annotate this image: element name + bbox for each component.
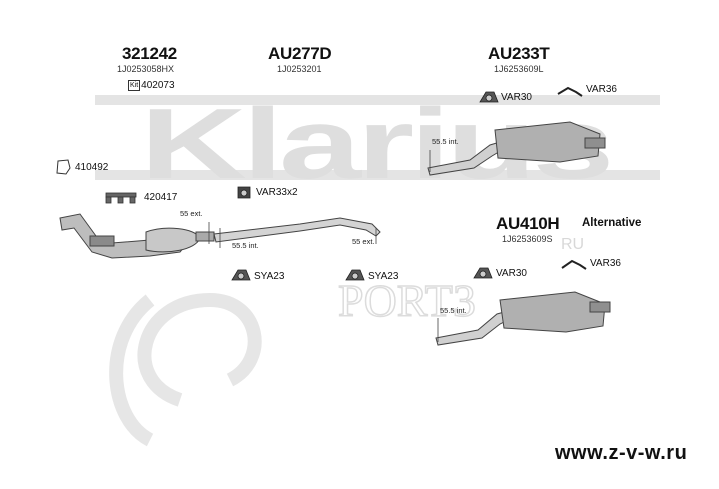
port3-watermark: PORT3 (337, 274, 476, 327)
dim-55-5-int-middle: 55.5 int. (232, 241, 259, 250)
rear-silencer-drawing (427, 121, 606, 176)
fitting-sya23-b-label: SYA23 (368, 271, 399, 282)
alternative-label: Alternative (582, 217, 642, 229)
port3-text: PORT3 (338, 275, 476, 326)
front-pipe-drawing (59, 213, 215, 259)
kit-number: 402073 (141, 80, 175, 91)
hanger-var36-alt-icon (561, 259, 587, 270)
part-number-au277d: AU277D (268, 44, 332, 63)
dim-55-ext-middle: 55 ext. (352, 237, 375, 246)
dim-55-5-int-alt: 55.5 int. (440, 306, 467, 315)
part-number-321242: 321242 (122, 44, 177, 63)
fitting-410492-label: 410492 (75, 162, 109, 173)
fitting-var30-alt-label: VAR30 (496, 268, 527, 279)
dim-55-5-int-rear: 55.5 int. (432, 137, 459, 146)
oem-number-rear: 1J6253609L (494, 64, 544, 74)
hanger-var33-icon (237, 186, 251, 199)
alt-silencer-drawing (435, 291, 611, 346)
dimension-marks (208, 150, 439, 342)
part-number-au410h: AU410H (496, 214, 560, 233)
part-number-au233t: AU233T (488, 44, 550, 63)
oem-number-middle: 1J0253201 (277, 64, 322, 74)
clamp-420417-icon (105, 192, 137, 204)
site-url: www.z-v-w.ru (555, 442, 688, 464)
rubber-sya23-a-icon (231, 269, 251, 281)
oem-number-front: 1J0253058HX (117, 64, 175, 74)
rubber-var30-alt-icon (473, 267, 493, 279)
fitting-420417-label: 420417 (144, 192, 178, 203)
swirl-logo-watermark (109, 292, 262, 447)
fitting-var30-top-label: VAR30 (501, 92, 532, 103)
rubber-sya23-b-icon (345, 269, 365, 281)
fitting-var36-alt-label: VAR36 (590, 258, 621, 269)
hanger-var36-top-icon (557, 86, 583, 97)
fitting-var33-label: VAR33x2 (256, 187, 298, 198)
kit-badge: Kit (128, 80, 141, 91)
rubber-var30-top-icon (479, 91, 499, 103)
fitting-var36-top-label: VAR36 (586, 84, 617, 95)
gasket-410492-icon (56, 159, 71, 175)
ru-watermark: RU (561, 236, 585, 253)
fitting-sya23-a-label: SYA23 (254, 271, 285, 282)
oem-number-alt: 1J6253609S (502, 234, 553, 244)
dim-55-ext-front: 55 ext. (180, 209, 203, 218)
